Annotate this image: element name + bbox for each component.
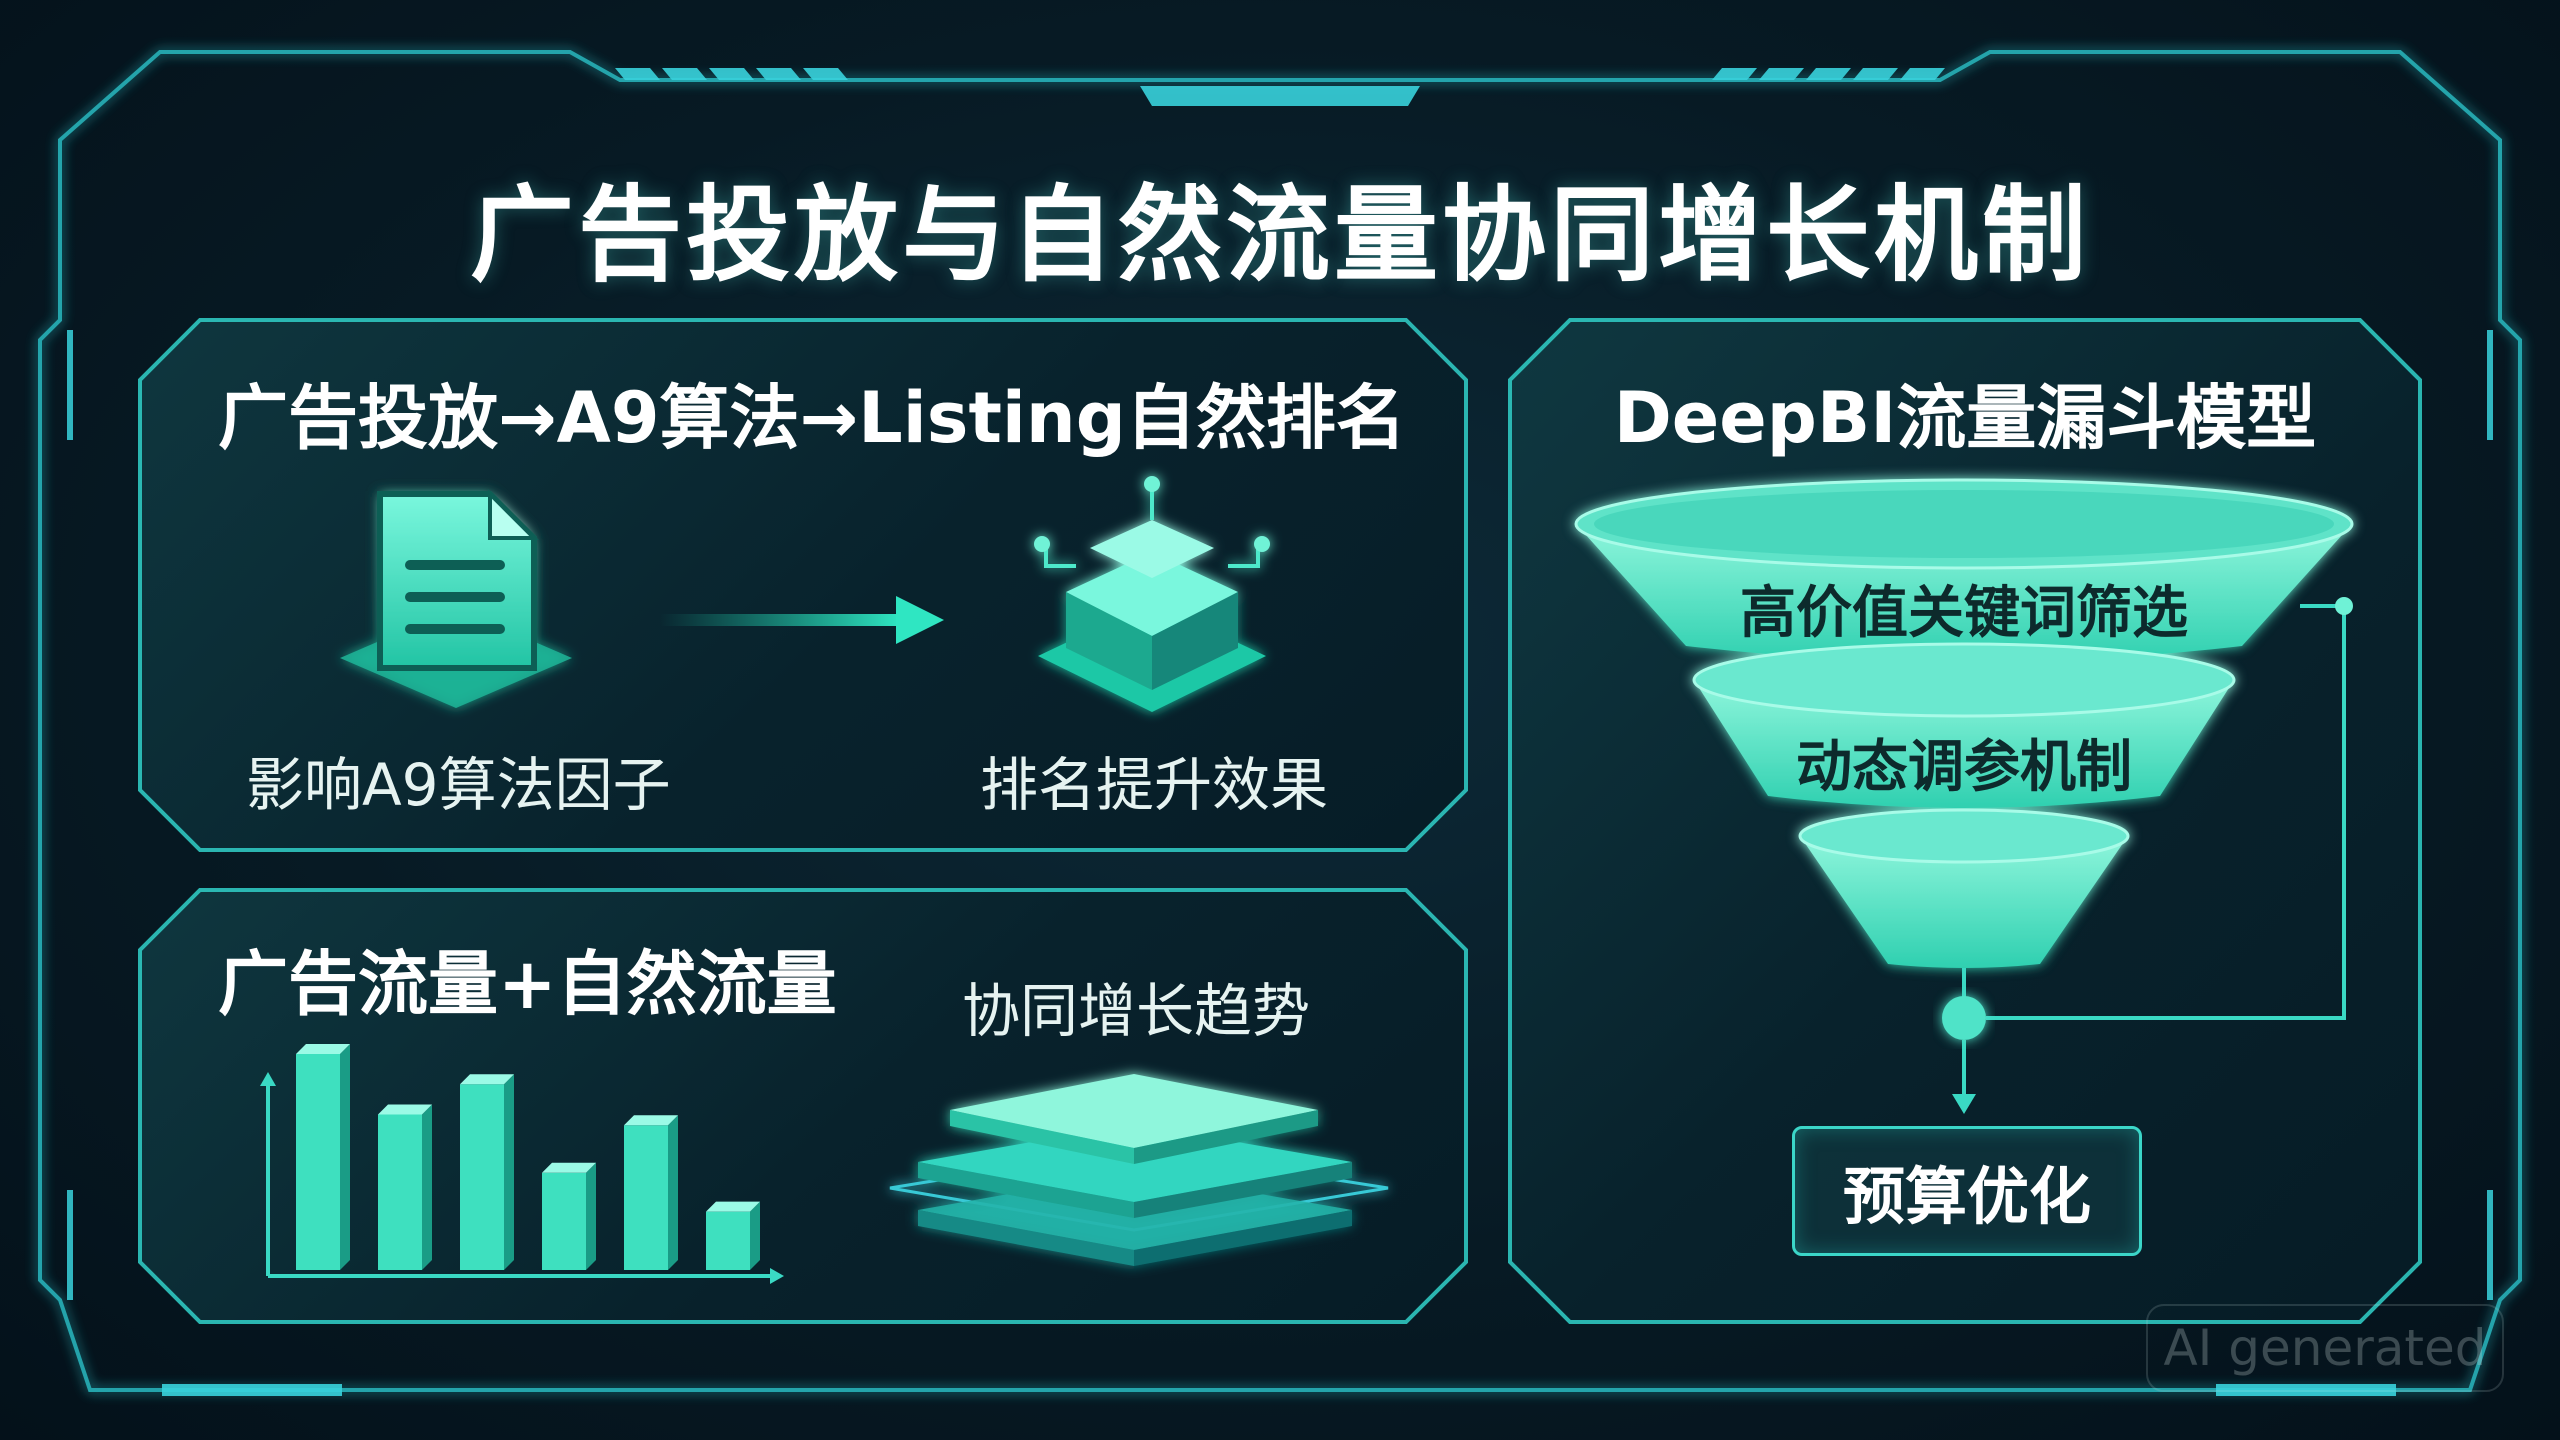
layers-growth-icon [889,1074,1389,1266]
caption-a9-factors: 影响A9算法因子 [246,751,671,819]
down-arrow-icon [1952,1094,1976,1114]
ranking-stack-icon [1034,476,1270,712]
bar [706,1201,760,1270]
feedback-loop-line [1962,604,2346,1096]
caption-ranking-effect: 排名提升效果 [980,751,1329,819]
panel-heading-ad-ranking: 广告投放→A9算法→Listing自然排名 [218,377,1406,459]
caption-growth-trend: 协同增长趋势 [962,977,1311,1045]
bar [542,1162,596,1270]
bar [624,1115,678,1270]
budget-optimization-label: 预算优化 [1842,1160,2091,1233]
flow-arrow-icon [660,596,944,644]
page-title: 广告投放与自然流量协同增长机制 [469,174,2090,296]
funnel-stage-tuning: 动态调参机制 [1796,735,2132,800]
funnel-output-node [1942,996,1986,1040]
loop-node [2335,597,2353,615]
bar [378,1104,432,1270]
bar-chart [296,1044,760,1270]
budget-optimization-box: 预算优化 [1792,1126,2142,1256]
document-icon [340,489,572,708]
bar [460,1074,514,1270]
panel-heading-funnel: DeepBI流量漏斗模型 [1613,377,2317,459]
funnel-diagram [1574,478,2354,968]
bar-chart-axes [260,1072,784,1284]
funnel-stage-keywords: 高价值关键词筛选 [1740,581,2188,646]
ai-generated-watermark: AI generated [2146,1304,2504,1392]
bar [296,1044,350,1270]
panel-heading-traffic: 广告流量+自然流量 [218,943,837,1025]
